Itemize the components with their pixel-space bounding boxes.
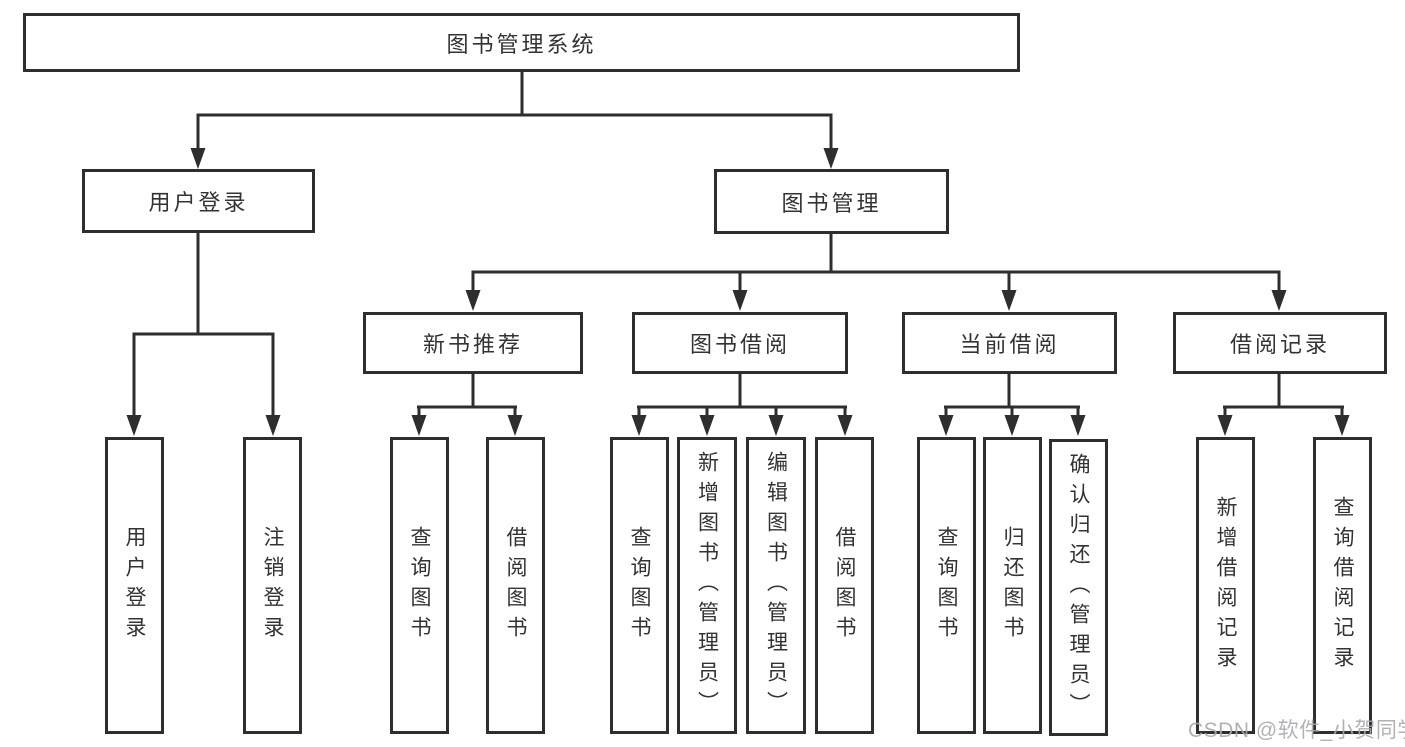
leaf-label: 编辑图书（管理员）	[764, 450, 788, 721]
leaf-label: 查询图书	[628, 525, 651, 646]
node-book-borrow: 图书借阅	[632, 312, 848, 374]
leaf-label: 归还图书	[1001, 525, 1024, 646]
leaf-add-borrow-record: 新增借阅记录	[1196, 437, 1255, 734]
node-label: 图书借阅	[689, 332, 790, 357]
leaf-label: 新增借阅记录	[1214, 495, 1237, 676]
node-label: 当前借阅	[959, 332, 1060, 357]
leaf-query-books-current: 查询图书	[917, 437, 976, 734]
leaf-return-book: 归还图书	[983, 437, 1042, 734]
node-book-management: 图书管理	[714, 169, 949, 234]
leaf-edit-book-admin: 编辑图书（管理员）	[746, 437, 806, 734]
leaf-query-books-borrow: 查询图书	[610, 437, 669, 734]
connector-lines	[132, 72, 1344, 420]
leaf-confirm-return-admin: 确认归还（管理员）	[1049, 439, 1108, 736]
leaf-borrow-books-recommend: 借阅图书	[486, 437, 545, 734]
arrowheads	[126, 148, 1350, 436]
leaf-label: 注销登录	[261, 525, 284, 646]
node-current-borrow: 当前借阅	[902, 312, 1117, 374]
node-borrow-records: 借阅记录	[1173, 312, 1387, 374]
leaf-label: 确认归还（管理员）	[1067, 452, 1090, 723]
csdn-watermark: CSDN @软件_小贺同学	[1188, 719, 1405, 742]
leaf-query-books-recommend: 查询图书	[390, 437, 449, 734]
leaf-label: 查询借阅记录	[1331, 495, 1354, 676]
node-new-book-recommend: 新书推荐	[363, 312, 583, 374]
node-label: 用户登录	[148, 190, 249, 215]
node-label: 图书管理	[781, 190, 882, 216]
leaf-label: 查询图书	[935, 525, 958, 646]
leaf-label: 借阅图书	[504, 525, 527, 646]
node-user-login: 用户登录	[82, 169, 315, 233]
leaf-user-login: 用户登录	[105, 437, 164, 734]
leaf-label: 用户登录	[123, 525, 146, 646]
leaf-label: 查询图书	[408, 525, 431, 646]
node-library-management-system: 图书管理系统	[23, 13, 1020, 72]
leaf-borrow-books: 借阅图书	[815, 437, 874, 734]
leaf-add-book-admin: 新增图书（管理员）	[677, 437, 737, 734]
leaf-label: 借阅图书	[833, 525, 856, 646]
leaf-logout: 注销登录	[243, 437, 302, 734]
leaf-label: 新增图书（管理员）	[695, 450, 719, 721]
node-label: 新书推荐	[422, 332, 523, 357]
node-label: 借阅记录	[1229, 332, 1330, 357]
leaf-query-borrow-record: 查询借阅记录	[1313, 437, 1372, 734]
node-label: 图书管理系统	[446, 31, 597, 57]
